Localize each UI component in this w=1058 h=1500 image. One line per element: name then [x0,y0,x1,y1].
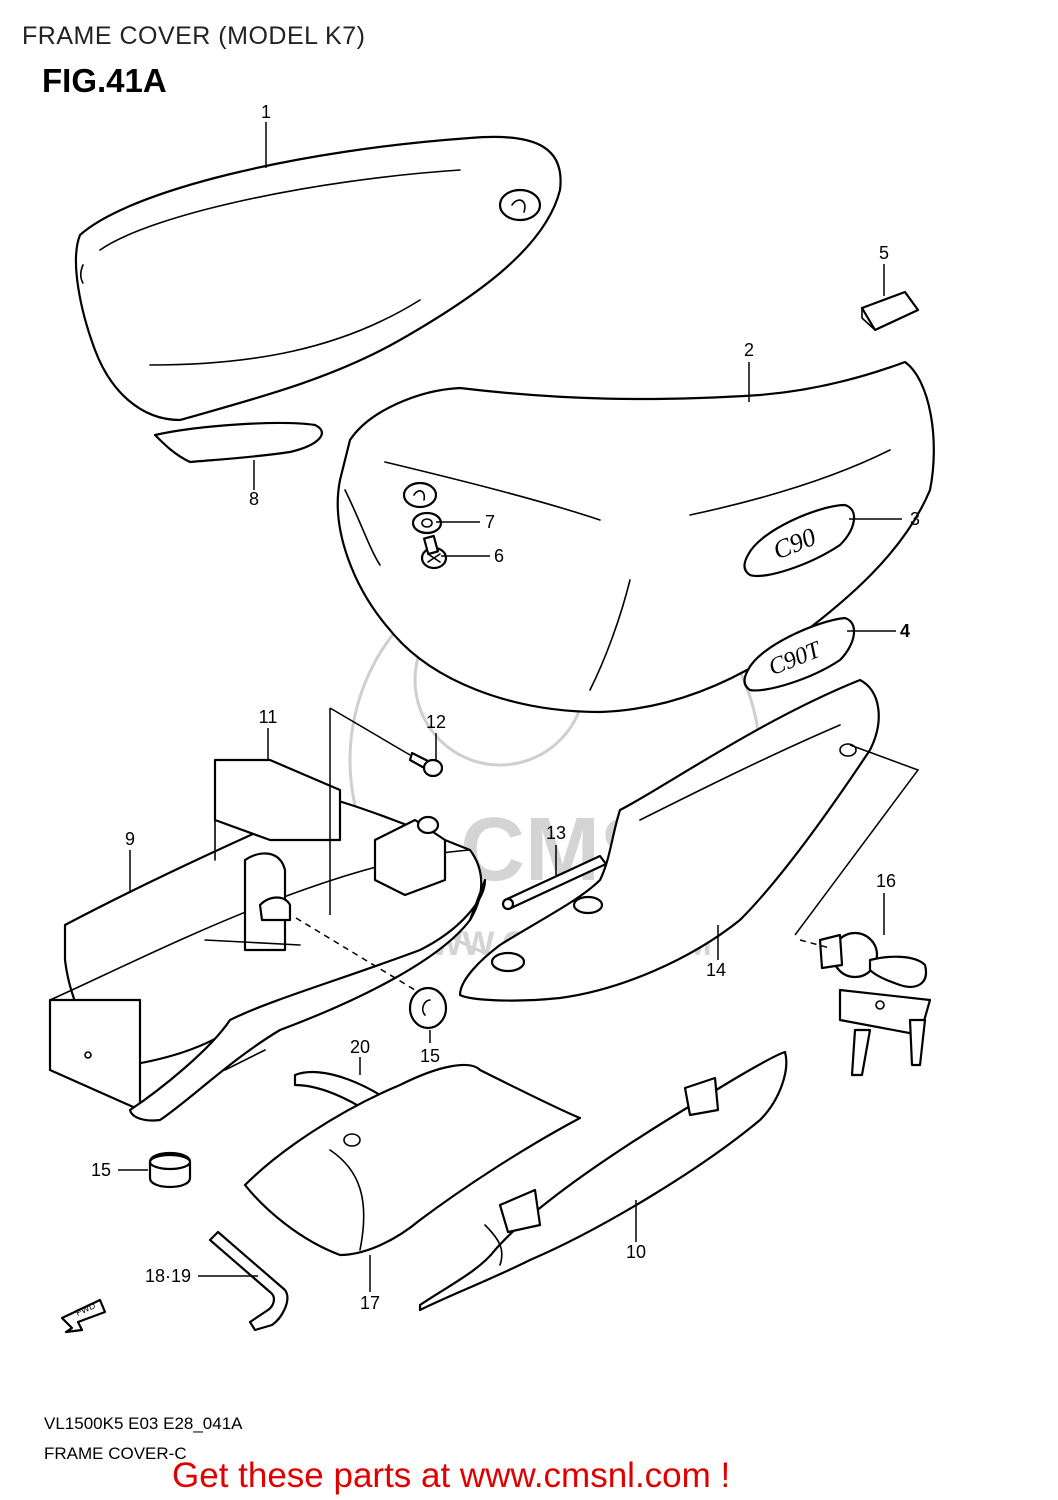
part-8-bracket [153,421,323,464]
part-14-lower-cover [458,678,880,1002]
part-15-grommet-lower [148,1151,192,1189]
part-10-lower-cover [418,1050,788,1312]
part-7-washer [411,511,443,535]
callout-6: 6 [494,546,504,566]
callout-3: 3 [910,509,920,529]
part-3-emblem: C90 [743,503,856,578]
part-4-emblem: C90T [743,616,856,692]
callout-14: 14 [706,960,726,980]
callout-15-upper: 15 [420,1046,440,1066]
part-13-rod [501,854,608,911]
part-6-screw [420,534,448,570]
fwd-arrow-icon: FWD [60,1298,107,1334]
callouts: 1 2 3 4 5 6 7 8 9 10 11 12 13 14 15 15 1… [91,102,920,1313]
part-9-toolbox [48,758,487,1122]
callout-13: 13 [546,823,566,843]
part-17-tool-bag [243,1063,582,1257]
callout-5: 5 [879,243,889,263]
part-5-cap [860,290,920,332]
callout-20: 20 [350,1037,370,1057]
diagram-code: VL1500K5 E03 E28_041A [44,1414,243,1433]
diagram-subtitle: FRAME COVER-C [44,1444,187,1463]
callout-12: 12 [426,712,446,732]
callout-18-19: 18·19 [145,1266,191,1286]
callout-7: 7 [485,512,495,532]
callout-9: 9 [125,829,135,849]
callout-15-lower: 15 [91,1160,111,1180]
part-15-grommet-upper [408,986,448,1030]
callout-1: 1 [261,102,271,122]
part-12-bolt [408,751,444,778]
page-title: FRAME COVER (MODEL K7) [22,22,366,50]
callout-8: 8 [249,489,259,509]
part-16-lock-set [818,931,932,1077]
part-1-side-cover [74,135,562,422]
figure-label: FIG.41A [42,62,167,99]
callout-4: 4 [900,621,910,641]
promo-link[interactable]: Get these parts at www.cmsnl.com ! [172,1456,731,1495]
callout-2: 2 [744,340,754,360]
leader-lines [118,122,920,1292]
part-2-main-cover [336,360,935,714]
callout-10: 10 [626,1242,646,1262]
callout-16: 16 [876,871,896,891]
callout-11: 11 [259,707,278,727]
part-18-19-hex-wrench [208,1230,289,1332]
callout-17: 17 [360,1293,380,1313]
